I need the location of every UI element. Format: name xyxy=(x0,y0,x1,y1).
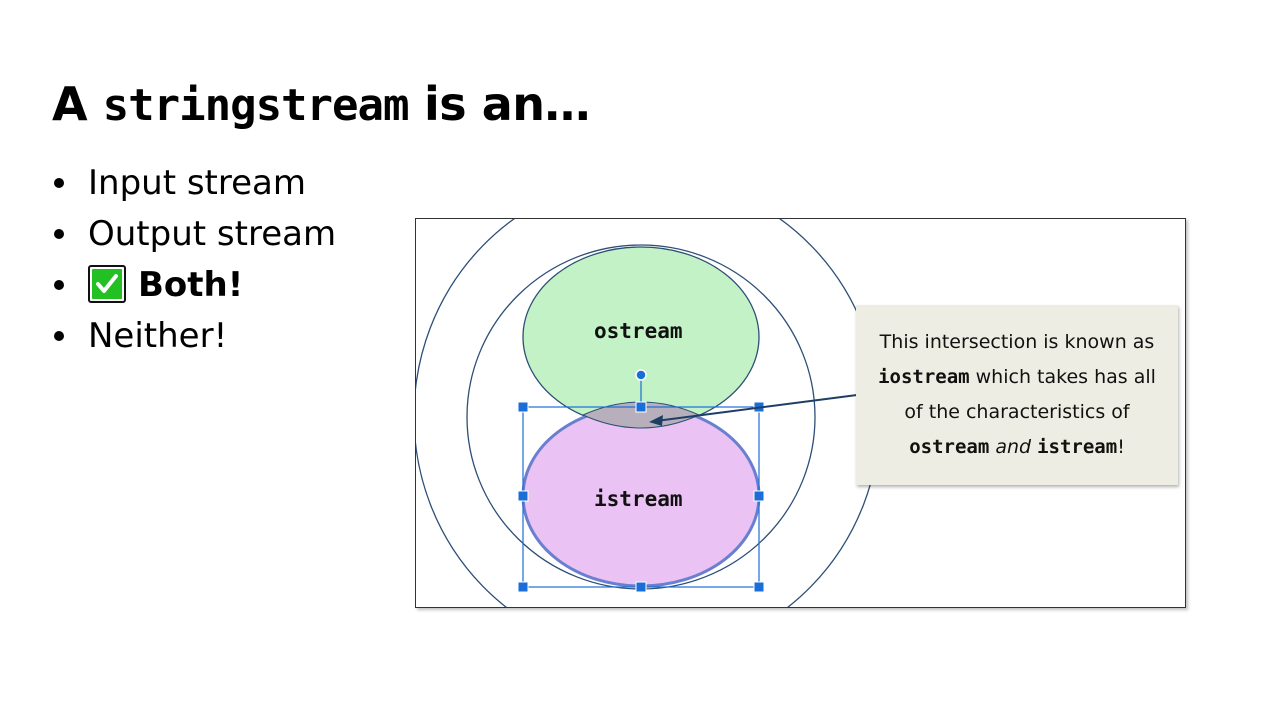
title-code-term: stringstream xyxy=(102,80,410,131)
iostream-callout: This intersection is known as iostream w… xyxy=(856,305,1178,485)
bullet-dot-icon xyxy=(54,331,64,341)
callout-line-2-rest: which takes has all xyxy=(969,366,1156,388)
bullet-label: Both! xyxy=(138,265,244,305)
venn-diagram-canvas xyxy=(416,219,881,607)
bullet-item-neither: Neither! xyxy=(52,311,336,362)
title-prefix: A xyxy=(52,77,103,131)
answer-bullet-list: Input stream Output stream Both! Neither… xyxy=(52,158,336,362)
bullet-label: Neither! xyxy=(88,316,228,356)
rotate-handle[interactable] xyxy=(635,369,647,381)
bullet-dot-icon xyxy=(54,229,64,239)
callout-line-1: This intersection is known as xyxy=(879,331,1155,353)
title-suffix: is an… xyxy=(408,77,590,131)
check-mark-button-icon xyxy=(88,264,126,303)
bullet-dot-icon xyxy=(54,280,64,290)
resize-handle-sw[interactable] xyxy=(517,581,529,593)
callout-end-mark: ! xyxy=(1117,436,1125,458)
resize-handle-n[interactable] xyxy=(635,401,647,413)
istream-label: istream xyxy=(594,487,683,511)
callout-arrow-head-icon xyxy=(649,415,663,426)
resize-handle-w[interactable] xyxy=(517,490,529,502)
resize-handle-s[interactable] xyxy=(635,581,647,593)
bullet-dot-icon xyxy=(54,178,64,188)
slide-title: A stringstream is an… xyxy=(52,74,590,134)
callout-line-4: ostream and istream! xyxy=(864,430,1170,465)
term-istream: istream xyxy=(1037,436,1118,458)
stream-venn-diagram: ostream istream This intersection is kno… xyxy=(415,218,1186,608)
callout-arrow-line xyxy=(655,394,858,422)
bullet-label: Input stream xyxy=(88,163,306,203)
ostream-label: ostream xyxy=(594,319,683,343)
bullet-item-input-stream: Input stream xyxy=(52,158,336,209)
and-word: and xyxy=(995,436,1032,458)
term-iostream: iostream xyxy=(878,366,970,388)
bullet-item-output-stream: Output stream xyxy=(52,209,336,260)
callout-line-2: iostream which takes has all xyxy=(864,360,1170,395)
resize-handle-e[interactable] xyxy=(753,490,765,502)
resize-handle-se[interactable] xyxy=(753,581,765,593)
bullet-item-both: Both! xyxy=(52,260,336,311)
resize-handle-nw[interactable] xyxy=(517,401,529,413)
callout-line-3: of the characteristics of xyxy=(904,401,1130,423)
term-ostream: ostream xyxy=(909,436,990,458)
bullet-label: Output stream xyxy=(88,214,337,254)
